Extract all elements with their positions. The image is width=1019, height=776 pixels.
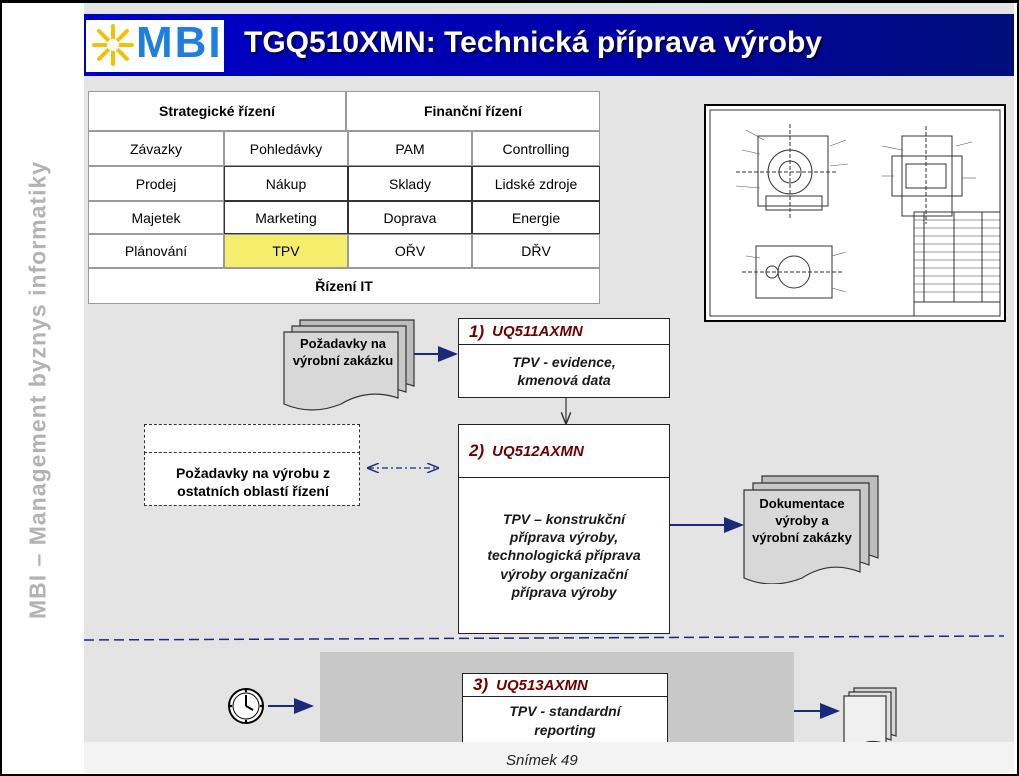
grid-cell: Marketing	[224, 201, 348, 234]
grid-cell: Nákup	[224, 166, 348, 201]
document-stack-icon	[283, 319, 415, 411]
logo-star-icon	[92, 24, 134, 66]
grid-cell-highlighted: TPV	[224, 234, 348, 268]
grid-cell: Controlling	[472, 131, 600, 166]
step2-header: 2) UQ512AXMN	[458, 424, 670, 478]
step1-code: UQ511AXMN	[492, 323, 583, 340]
step1-description: TPV - evidence, kmenová data	[458, 345, 670, 398]
step3-description: TPV - standardní reporting	[462, 697, 668, 745]
footer	[84, 742, 1014, 773]
grid-cell: Energie	[472, 201, 600, 234]
grid-footer-it: Řízení IT	[88, 268, 600, 304]
grid-cell: DŘV	[472, 234, 600, 268]
orders-document-label: Požadavky na výrobní zakázku	[292, 336, 394, 368]
step3-code: UQ513AXMN	[496, 676, 588, 694]
grid-header-financial: Finanční řízení	[346, 91, 600, 131]
other-areas-box	[144, 452, 360, 506]
clock-icon	[228, 688, 264, 724]
step3-header: 3) UQ513AXMN	[462, 673, 668, 697]
sidebar	[2, 3, 84, 773]
page-title: TGQ510XMN: Technická příprava výroby	[244, 26, 822, 59]
technical-drawing-image	[704, 104, 1006, 322]
other-areas-placeholder	[144, 424, 360, 454]
title-bar	[84, 14, 1014, 76]
grid-cell: OŘV	[348, 234, 472, 268]
grid-cell: Sklady	[348, 166, 472, 201]
documentation-stack-icon	[743, 475, 879, 584]
grid-cell: Závazky	[88, 131, 224, 166]
grid-cell: Doprava	[348, 201, 472, 234]
documentation-label: Dokumentace výroby a výrobní zakázky	[752, 496, 852, 545]
grid-cell: Pohledávky	[224, 131, 348, 166]
step2-description: TPV – konstrukční příprava výroby, techn…	[458, 478, 670, 634]
step1-number: 1)	[469, 321, 485, 341]
drawing-svg	[709, 109, 1001, 317]
grid-header-strategic: Strategické řízení	[88, 91, 346, 131]
step1-header: 1) UQ511AXMN	[458, 318, 670, 345]
step2-code: UQ512AXMN	[492, 442, 584, 460]
step2-number: 2)	[469, 441, 485, 460]
logo-text: MBI	[136, 18, 223, 67]
grid-cell: Prodej	[88, 166, 224, 201]
grid-cell: Majetek	[88, 201, 224, 234]
step3-number: 3)	[473, 675, 489, 694]
grid-cell: PAM	[348, 131, 472, 166]
grid-cell: Plánování	[88, 234, 224, 268]
slide-number: Snímek 49	[506, 752, 578, 769]
other-areas-label: Požadavky na výrobu z ostatních oblastí …	[175, 465, 331, 500]
grid-cell: Lidské zdroje	[472, 166, 600, 201]
